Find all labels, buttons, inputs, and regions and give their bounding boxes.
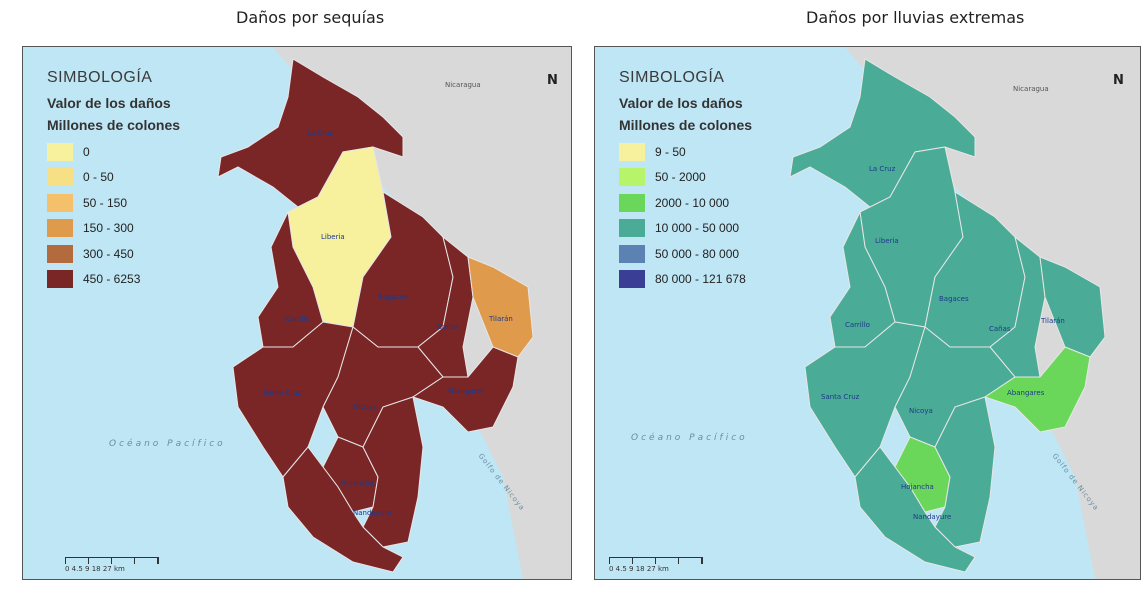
label-bagaces: Bagaces bbox=[939, 295, 969, 303]
legend-subheading-unit: Millones de colones bbox=[619, 117, 753, 133]
legend-item: 50 - 2000 bbox=[619, 165, 752, 191]
label-carrillo: Carrillo bbox=[285, 315, 310, 323]
label-carrillo: Carrillo bbox=[845, 321, 870, 329]
region-nandayure bbox=[934, 396, 996, 548]
region-south-tip bbox=[282, 446, 404, 573]
legend-item: 80 000 - 121 678 bbox=[619, 267, 752, 293]
legend-subheading-value: Valor de los daños bbox=[619, 95, 743, 111]
legend-item: 150 - 300 bbox=[47, 216, 180, 242]
region-santa-cruz bbox=[232, 321, 354, 478]
legend-label: 50 - 2000 bbox=[655, 170, 706, 185]
scale-bar: 0 4.5 9 18 27 km bbox=[65, 557, 159, 573]
map-panel-rain: SIMBOLOGÍA Valor de los daños Millones d… bbox=[594, 46, 1141, 580]
legend-label: 0 bbox=[83, 144, 90, 159]
legend-swatch bbox=[47, 219, 73, 238]
legend-drought: SIMBOLOGÍA Valor de los daños Millones d… bbox=[47, 69, 180, 292]
legend-item: 50 - 150 bbox=[47, 190, 180, 216]
map-panel-drought: SIMBOLOGÍA Valor de los daños Millones d… bbox=[22, 46, 572, 580]
label-nandayure: Nandayure bbox=[913, 513, 952, 521]
legend-item: 0 bbox=[47, 139, 180, 165]
legend-item: 9 - 50 bbox=[619, 139, 752, 165]
label-la-cruz: La Cruz bbox=[869, 165, 896, 173]
legend-swatch bbox=[619, 270, 645, 289]
label-tilaran: Tilarán bbox=[489, 315, 513, 323]
label-liberia: Liberia bbox=[875, 237, 899, 245]
legend-label: 80 000 - 121 678 bbox=[655, 272, 746, 287]
region-abangares bbox=[411, 346, 519, 433]
map-rain-svg bbox=[789, 47, 1140, 579]
label-santa-cruz: Santa Cruz bbox=[821, 393, 860, 401]
legend-subheading-unit: Millones de colones bbox=[47, 117, 181, 133]
legend-item: 2000 - 10 000 bbox=[619, 190, 752, 216]
legend-item: 450 - 6253 bbox=[47, 267, 180, 293]
scale-unit: km bbox=[658, 565, 669, 573]
land-nicaragua bbox=[273, 47, 571, 579]
legend-swatch bbox=[47, 168, 73, 187]
label-santa-cruz: Santa Cruz bbox=[263, 389, 302, 397]
region-abangares bbox=[983, 346, 1091, 433]
label-la-cruz: La Cruz bbox=[307, 129, 334, 137]
legend-subheading-value: Valor de los daños bbox=[47, 95, 171, 111]
region-nandayure bbox=[362, 396, 424, 548]
north-arrow: N bbox=[1113, 73, 1124, 88]
label-liberia: Liberia bbox=[321, 233, 345, 241]
legend-heading: SIMBOLOGÍA bbox=[619, 69, 725, 86]
label-abangares: Abangares bbox=[1007, 389, 1045, 397]
label-abangares: Abangares bbox=[447, 387, 485, 395]
legend-rows: 9 - 50 50 - 2000 2000 - 10 000 10 000 - 50 … bbox=[619, 139, 752, 292]
scale-unit: km bbox=[114, 565, 125, 573]
label-hojancha: Hojancha bbox=[341, 479, 374, 487]
legend-label: 0 - 50 bbox=[83, 170, 114, 185]
label-nicaragua: Nicaragua bbox=[1013, 85, 1049, 93]
label-nandayure: Nandayure bbox=[353, 509, 392, 517]
legend-rain: SIMBOLOGÍA Valor de los daños Millones d… bbox=[619, 69, 752, 292]
legend-swatch bbox=[47, 270, 73, 289]
region-tilaran bbox=[467, 256, 534, 358]
legend-label: 150 - 300 bbox=[83, 221, 134, 236]
scale-bar: 0 4.5 9 18 27 km bbox=[609, 557, 703, 573]
left-map-title: Daños por sequías bbox=[236, 8, 385, 27]
scale-ticks: 0 4.5 9 18 27 bbox=[609, 565, 656, 573]
region-south-tip bbox=[854, 446, 976, 573]
legend-swatch bbox=[619, 244, 645, 263]
legend-item: 300 - 450 bbox=[47, 241, 180, 267]
legend-rows: 0 0 - 50 50 - 150 150 - 300 300 - 450 450 - 6… bbox=[47, 139, 180, 292]
right-map-title: Daños por lluvias extremas bbox=[806, 8, 1025, 27]
legend-heading: SIMBOLOGÍA bbox=[47, 69, 153, 86]
legend-item: 10 000 - 50 000 bbox=[619, 216, 752, 242]
north-arrow: N bbox=[547, 73, 558, 88]
legend-label: 50 000 - 80 000 bbox=[655, 246, 740, 261]
label-canas: Cañas bbox=[989, 325, 1011, 333]
legend-label: 10 000 - 50 000 bbox=[655, 221, 740, 236]
legend-swatch bbox=[47, 142, 73, 161]
legend-label: 50 - 150 bbox=[83, 195, 128, 210]
map-drought-svg bbox=[217, 47, 571, 579]
legend-swatch bbox=[47, 244, 73, 263]
label-ocean: Océano Pacífico bbox=[631, 433, 748, 443]
region-santa-cruz bbox=[804, 321, 926, 478]
legend-swatch bbox=[619, 193, 645, 212]
legend-label: 2000 - 10 000 bbox=[655, 195, 730, 210]
label-hojancha: Hojancha bbox=[901, 483, 934, 491]
label-bagaces: Bagaces bbox=[378, 293, 408, 301]
land-nicaragua bbox=[845, 47, 1140, 579]
legend-label: 450 - 6253 bbox=[83, 272, 141, 287]
label-nicaragua: Nicaragua bbox=[445, 81, 481, 89]
legend-item: 0 - 50 bbox=[47, 165, 180, 191]
label-canas: Cañas bbox=[437, 323, 459, 331]
region-tilaran bbox=[1039, 256, 1106, 358]
legend-label: 9 - 50 bbox=[655, 144, 686, 159]
legend-label: 300 - 450 bbox=[83, 246, 134, 261]
legend-item: 50 000 - 80 000 bbox=[619, 241, 752, 267]
scale-ticks: 0 4.5 9 18 27 bbox=[65, 565, 112, 573]
legend-swatch bbox=[619, 219, 645, 238]
label-nicoya: Nicoya bbox=[353, 403, 377, 411]
label-ocean: Océano Pacífico bbox=[109, 439, 226, 449]
legend-swatch bbox=[47, 193, 73, 212]
label-tilaran: Tilarán bbox=[1041, 317, 1065, 325]
legend-swatch bbox=[619, 142, 645, 161]
label-nicoya: Nicoya bbox=[909, 407, 933, 415]
legend-swatch bbox=[619, 168, 645, 187]
